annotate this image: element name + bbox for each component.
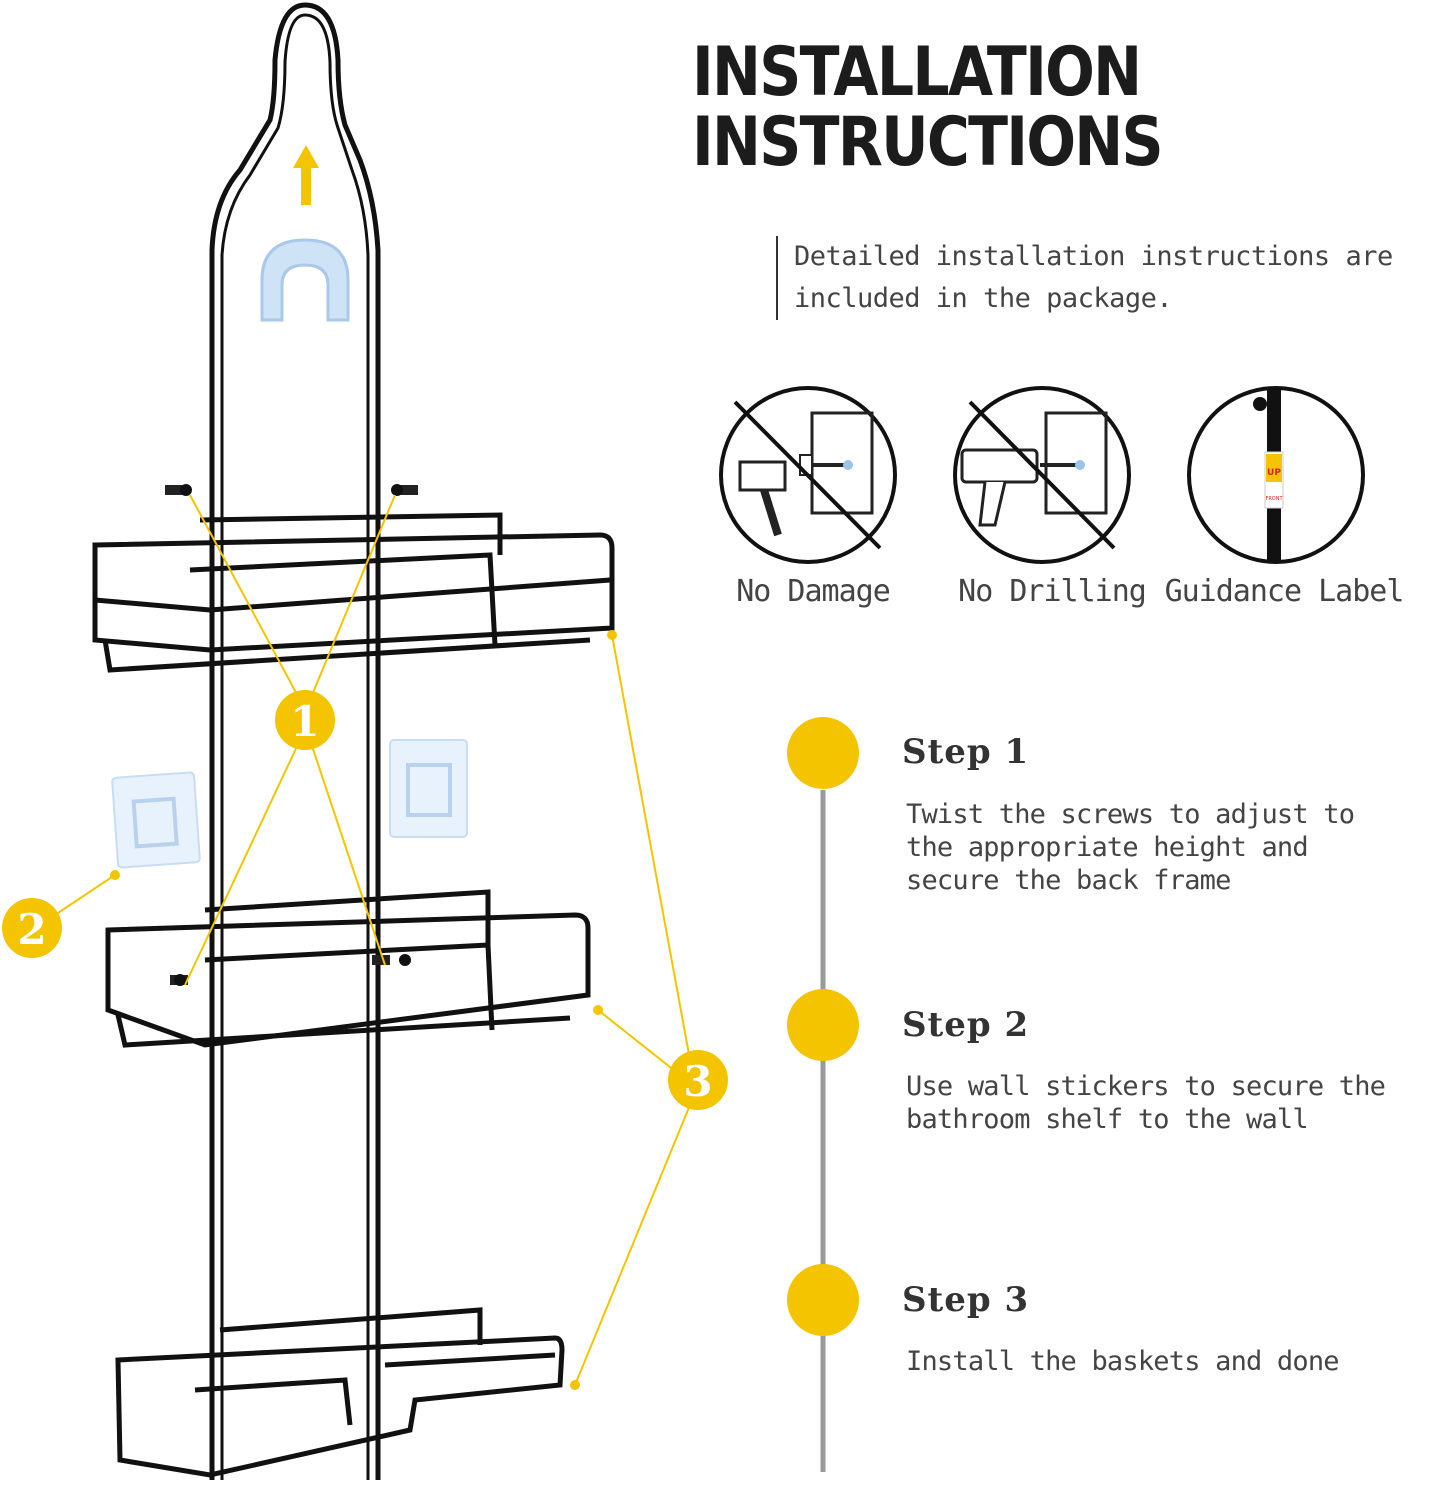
caddy-frame (209, 2, 381, 1480)
feature-label-no-damage: No Damage (736, 574, 891, 609)
page-title-line-1: INSTALLATION (692, 33, 1142, 112)
step-2-marker (787, 989, 859, 1061)
callout-1-label: 1 (290, 697, 319, 746)
wall-sticker (389, 739, 468, 838)
feature-label-no-drilling: No Drilling (958, 574, 1147, 609)
feature-label-guidance: Guidance Label (1164, 574, 1405, 609)
rubber-hook-icon (260, 238, 350, 322)
wall-sticker (111, 771, 201, 869)
page-title: INSTALLATION INSTRUCTIONS (692, 33, 1164, 182)
shelf-2 (105, 889, 591, 1048)
step-2-text: Use wall stickers to secure the bathroom… (906, 1071, 1386, 1135)
adjustment-screw (165, 484, 418, 986)
guidance-label-icon: UP FRONT (1187, 386, 1365, 564)
no-drill-icon (953, 386, 1131, 564)
step-1-title: Step 1 (902, 732, 1030, 772)
page-title-line-2: INSTRUCTIONS (692, 103, 1164, 182)
callout-3-badge: 3 (668, 1050, 728, 1110)
step-3-title: Step 3 (902, 1280, 1030, 1320)
callout-1-badge: 1 (275, 690, 335, 750)
step-2-title: Step 2 (902, 1005, 1030, 1045)
callout-2-badge: 2 (2, 898, 62, 958)
shelf-3 (115, 1307, 565, 1478)
step-1-marker (787, 717, 859, 789)
no-hammer-icon (719, 386, 897, 564)
guidance-sticker-front: FRONT (1265, 496, 1283, 502)
callout-lines (54, 494, 691, 1386)
timeline (787, 717, 859, 1472)
callout-2-label: 2 (17, 905, 46, 954)
guidance-sticker-up: UP (1267, 468, 1281, 478)
intro-text: Detailed installation instructions are i… (776, 236, 1434, 320)
step-3-text: Install the baskets and done (906, 1346, 1340, 1377)
step-1-text: Twist the screws to adjust to the approp… (906, 799, 1355, 896)
step-3-marker (787, 1264, 859, 1336)
up-arrow-icon (293, 145, 319, 205)
callout-3-label: 3 (683, 1057, 712, 1106)
shelf-1 (92, 512, 615, 673)
